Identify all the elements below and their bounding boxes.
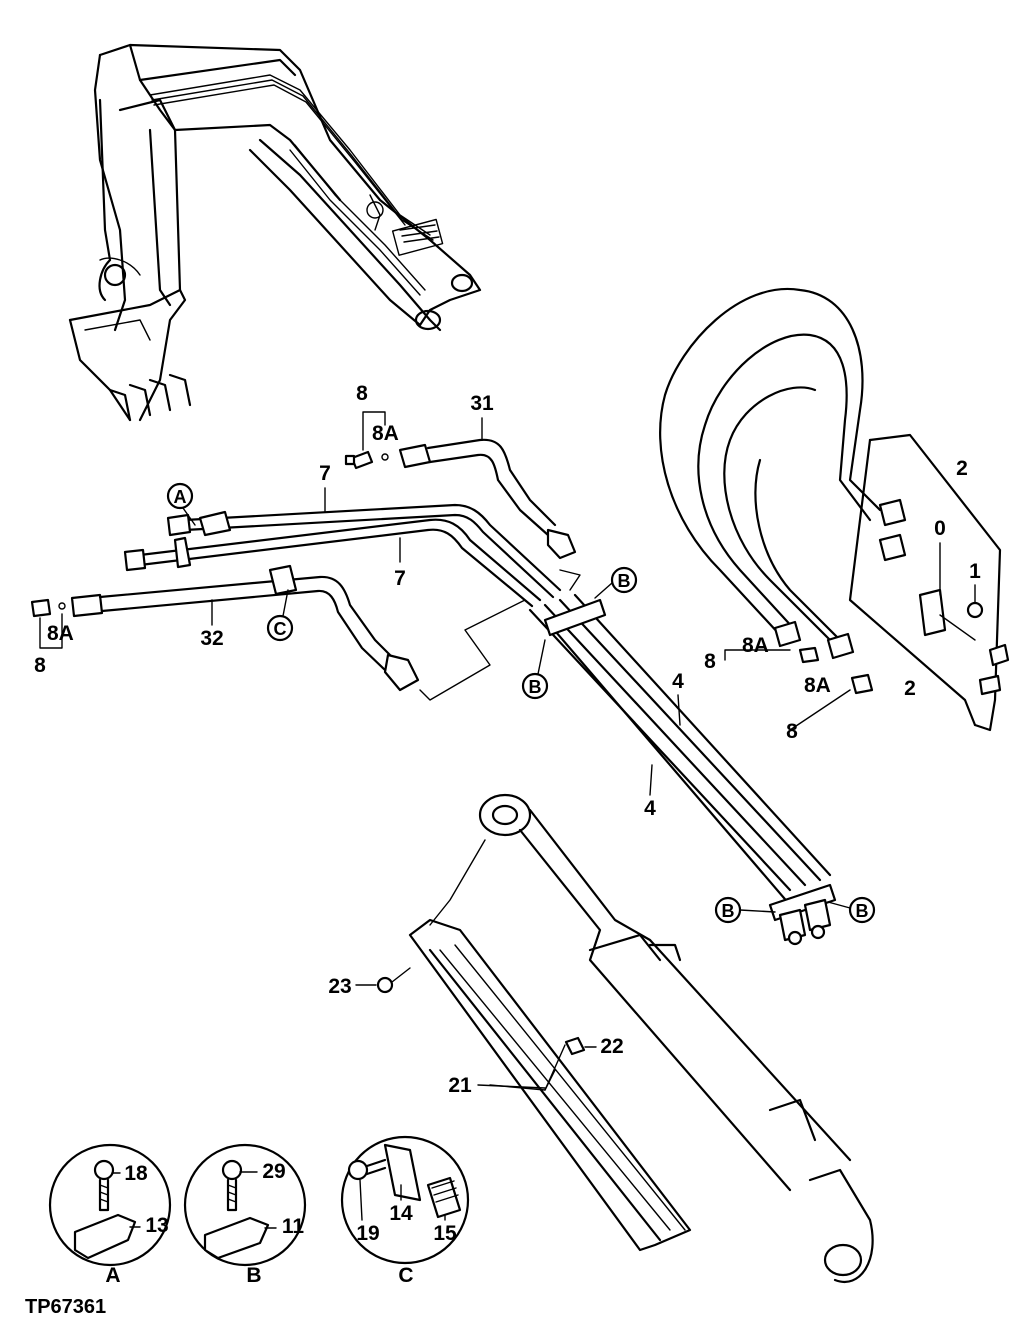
callout-21: 21	[448, 1074, 472, 1097]
callout-7-mid: 7	[394, 567, 406, 590]
part-callouts: 8 8A 31 7 7 32 8A 8 4 4 2 0 1 2 8A 8 8A …	[34, 382, 981, 1245]
circle-ref-b-1-label: B	[618, 571, 631, 591]
callout-8a-r1: 8A	[742, 634, 769, 657]
callout-15: 15	[433, 1222, 457, 1245]
callout-23: 23	[328, 975, 351, 998]
detail-view-c	[340, 1135, 470, 1265]
detail-label-b: B	[246, 1264, 261, 1287]
callout-18: 18	[124, 1162, 148, 1185]
loop-hoses-bracket	[659, 287, 1010, 732]
detail-label-c: C	[398, 1264, 413, 1287]
callout-13: 13	[145, 1214, 168, 1237]
circle-ref-b-2: B	[521, 639, 549, 700]
callout-4-top: 4	[672, 670, 684, 693]
detail-view-b	[183, 1143, 307, 1267]
circle-ref-c-label: C	[274, 619, 287, 639]
callout-8-left: 8	[34, 654, 46, 677]
detail-label-a: A	[105, 1264, 120, 1287]
detail-view-a	[48, 1143, 172, 1267]
hose-assemblies	[30, 438, 837, 946]
callout-7-top: 7	[319, 462, 331, 485]
callout-2-top: 2	[956, 457, 968, 480]
callout-32: 32	[200, 627, 223, 650]
callout-8-r1: 8	[704, 650, 716, 673]
callout-8a-left: 8A	[47, 622, 74, 645]
callout-8-top: 8	[356, 382, 368, 405]
callout-2-bottom: 2	[904, 677, 916, 700]
circle-ref-b-4: B	[827, 896, 876, 924]
circle-ref-b-3-label: B	[722, 901, 735, 921]
excavator-boom-overview	[68, 43, 482, 422]
circle-ref-a: A	[166, 482, 196, 526]
circle-ref-b-2-label: B	[529, 677, 542, 697]
callout-19: 19	[356, 1222, 379, 1245]
callout-1: 1	[969, 560, 981, 583]
circle-ref-a-label: A	[174, 487, 187, 507]
callout-4-bottom: 4	[644, 797, 656, 820]
circle-ref-b-1: B	[594, 566, 638, 599]
callout-14: 14	[389, 1202, 413, 1225]
circle-ref-c-mid: C	[266, 589, 294, 642]
callout-29: 29	[262, 1160, 285, 1183]
callout-0: 0	[934, 517, 946, 540]
callout-22: 22	[600, 1035, 623, 1058]
callout-8-r2: 8	[786, 720, 798, 743]
callout-8a-r2: 8A	[804, 674, 831, 697]
detail-view-labels: A B C	[105, 1264, 413, 1287]
circle-ref-b-4-label: B	[856, 901, 869, 921]
circle-ref-b-3: B	[714, 896, 776, 924]
callout-11: 11	[282, 1215, 305, 1238]
callout-31: 31	[470, 392, 494, 415]
callout-8a-top: 8A	[372, 422, 399, 445]
figure-code: TP67361	[25, 1296, 106, 1318]
cylinder-and-guard	[376, 793, 874, 1283]
